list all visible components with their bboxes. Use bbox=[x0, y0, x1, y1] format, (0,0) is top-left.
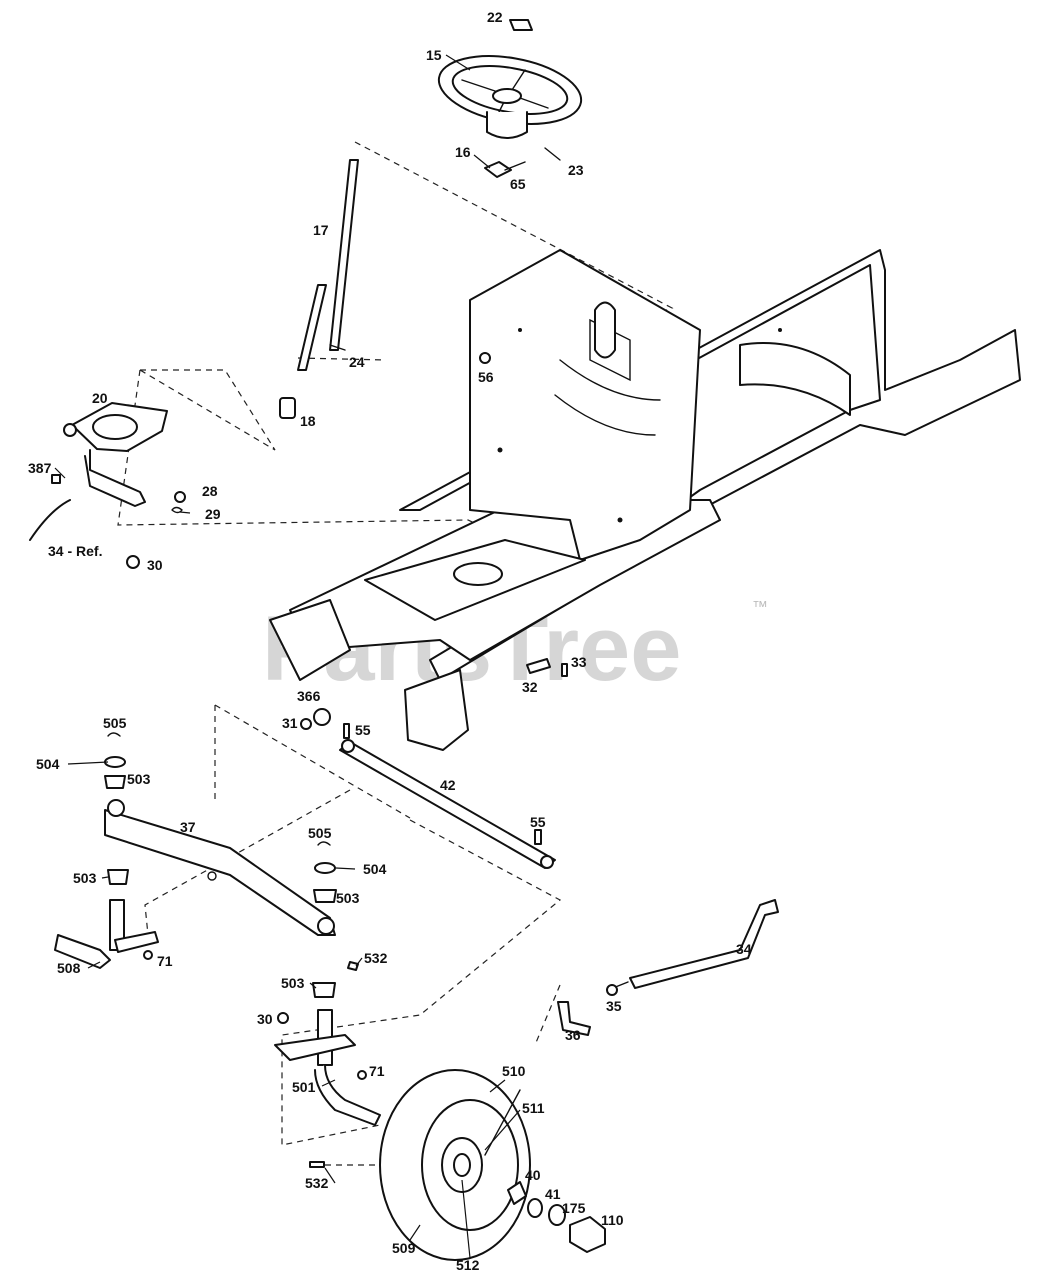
callout-30b: 30 bbox=[257, 1011, 273, 1027]
callout-65: 65 bbox=[510, 176, 526, 192]
callout-24: 24 bbox=[349, 354, 365, 370]
callout-30a: 30 bbox=[147, 557, 163, 573]
callout-503a: 503 bbox=[127, 771, 151, 787]
callout-17: 17 bbox=[313, 222, 329, 238]
callout-41: 41 bbox=[545, 1186, 561, 1202]
callout-31: 31 bbox=[282, 715, 298, 731]
front-wheel bbox=[309, 1069, 606, 1261]
callout-503b: 503 bbox=[336, 890, 360, 906]
callout-512: 512 bbox=[456, 1257, 480, 1273]
main-frame bbox=[269, 249, 1021, 751]
callout-532a: 532 bbox=[364, 950, 388, 966]
callout-71a: 71 bbox=[157, 953, 173, 969]
callout-20: 20 bbox=[92, 390, 108, 406]
callout-504b: 504 bbox=[363, 861, 387, 877]
callout-55a: 55 bbox=[355, 722, 371, 738]
tie-rod bbox=[557, 899, 779, 1036]
drag-link bbox=[339, 739, 556, 869]
steering-gear bbox=[29, 402, 186, 569]
callout-16: 16 bbox=[455, 144, 471, 160]
callout-510: 510 bbox=[502, 1063, 526, 1079]
steering-wheel bbox=[437, 19, 583, 161]
callout-23: 23 bbox=[568, 162, 584, 178]
callout-33: 33 bbox=[571, 654, 587, 670]
frame-hardware bbox=[300, 352, 568, 739]
callout-28: 28 bbox=[202, 483, 218, 499]
callout-503d: 503 bbox=[281, 975, 305, 991]
callouts: 22 15 16 65 23 17 24 56 20 18 387 28 29 … bbox=[28, 9, 752, 1273]
callout-37: 37 bbox=[180, 819, 196, 835]
callout-40: 40 bbox=[525, 1167, 541, 1183]
callout-18: 18 bbox=[300, 413, 316, 429]
callout-56: 56 bbox=[478, 369, 494, 385]
callout-29: 29 bbox=[205, 506, 221, 522]
steering-adapter bbox=[484, 161, 526, 178]
callout-501: 501 bbox=[292, 1079, 316, 1095]
callout-110: 110 bbox=[601, 1212, 624, 1228]
steering-cap bbox=[509, 19, 533, 31]
steering-shaft bbox=[279, 159, 359, 419]
bushings bbox=[104, 732, 337, 998]
callout-35: 35 bbox=[606, 998, 622, 1014]
callout-504a: 504 bbox=[36, 756, 60, 772]
callout-175: 175 bbox=[562, 1200, 586, 1216]
callout-34: 34 bbox=[736, 941, 752, 957]
right-spindle bbox=[274, 961, 381, 1126]
callout-55b: 55 bbox=[530, 814, 546, 830]
callout-509: 509 bbox=[392, 1240, 416, 1256]
callout-366: 366 bbox=[297, 688, 321, 704]
callout-22: 22 bbox=[487, 9, 503, 25]
leader-lines bbox=[54, 54, 521, 1259]
callout-34-ref: 34 - Ref. bbox=[48, 543, 102, 559]
front-axle bbox=[104, 799, 336, 936]
callout-532b: 532 bbox=[305, 1175, 329, 1191]
callout-15: 15 bbox=[426, 47, 442, 63]
callout-36: 36 bbox=[565, 1027, 581, 1043]
callout-387: 387 bbox=[28, 460, 52, 476]
callout-42: 42 bbox=[440, 777, 456, 793]
left-spindle bbox=[54, 899, 159, 969]
callout-32: 32 bbox=[522, 679, 538, 695]
callout-503c: 503 bbox=[73, 870, 97, 886]
callout-71b: 71 bbox=[369, 1063, 385, 1079]
callout-505b: 505 bbox=[308, 825, 332, 841]
callout-511: 511 bbox=[522, 1100, 545, 1116]
watermark-trademark: ™ bbox=[752, 599, 768, 616]
callout-508: 508 bbox=[57, 960, 81, 976]
callout-505a: 505 bbox=[103, 715, 127, 731]
